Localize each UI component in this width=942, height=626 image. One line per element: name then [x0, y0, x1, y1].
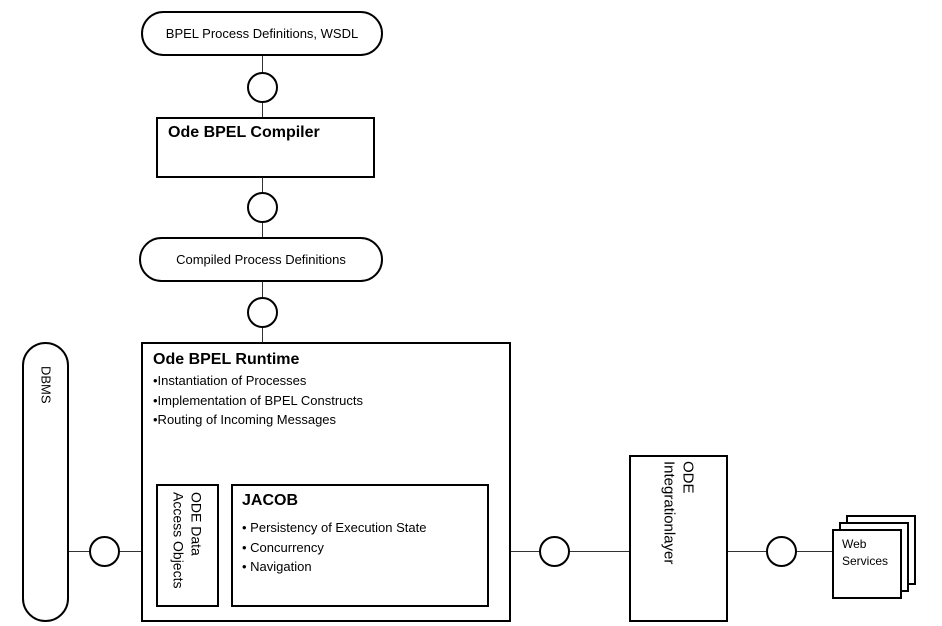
- dbms-label: DBMS: [38, 366, 54, 404]
- bpel-process-definitions-node: BPEL Process Definitions, WSDL: [141, 11, 383, 56]
- compiled-process-definitions-label: Compiled Process Definitions: [176, 252, 346, 267]
- runtime-bullet: •Instantiation of Processes: [153, 373, 307, 388]
- connector-runtime-to-integration: [510, 551, 630, 552]
- interface-circle-2: [247, 192, 278, 223]
- ode-data-access-objects-label: ODE Data Access Objects: [170, 492, 206, 605]
- dbms-node: DBMS: [22, 342, 69, 622]
- web-services-box: Web Services: [832, 529, 902, 599]
- ode-bpel-compiler-box: Ode BPEL Compiler: [156, 117, 375, 178]
- jacob-box: JACOB • Persistency of Execution State •…: [231, 484, 489, 607]
- jacob-bullet: • Concurrency: [242, 539, 324, 555]
- ode-data-access-objects-box: ODE Data Access Objects: [156, 484, 219, 607]
- ode-bpel-runtime-title: Ode BPEL Runtime: [153, 351, 300, 368]
- web-services-label-line1: Web: [842, 537, 867, 551]
- interface-circle-integration: [766, 536, 797, 567]
- integration-label-line2: Integrationlayer: [660, 461, 678, 565]
- web-services-label-line2: Services: [842, 554, 889, 568]
- dao-label-line1: ODE Data: [188, 492, 205, 556]
- ode-integrationlayer-label: ODE Integrationlayer: [660, 461, 698, 620]
- runtime-bullet: •Routing of Incoming Messages: [153, 412, 337, 427]
- jacob-bullet: • Navigation: [242, 559, 312, 574]
- interface-circle-dbms: [89, 536, 120, 567]
- runtime-bullet: •Implementation of BPEL Constructs: [153, 392, 363, 408]
- jacob-title: JACOB: [242, 492, 299, 509]
- ode-bpel-compiler-title: Ode BPEL Compiler: [168, 124, 320, 141]
- interface-circle-1: [247, 72, 278, 103]
- compiled-process-definitions-node: Compiled Process Definitions: [139, 237, 383, 282]
- ode-integrationlayer-box: ODE Integrationlayer: [629, 455, 728, 622]
- integration-label-line1: ODE: [679, 461, 697, 494]
- bpel-process-definitions-label: BPEL Process Definitions, WSDL: [165, 26, 359, 41]
- interface-circle-runtime: [539, 536, 570, 567]
- dao-label-line2: Access Objects: [170, 492, 187, 589]
- interface-circle-3: [247, 297, 278, 328]
- jacob-bullet: • Persistency of Execution State: [242, 520, 427, 535]
